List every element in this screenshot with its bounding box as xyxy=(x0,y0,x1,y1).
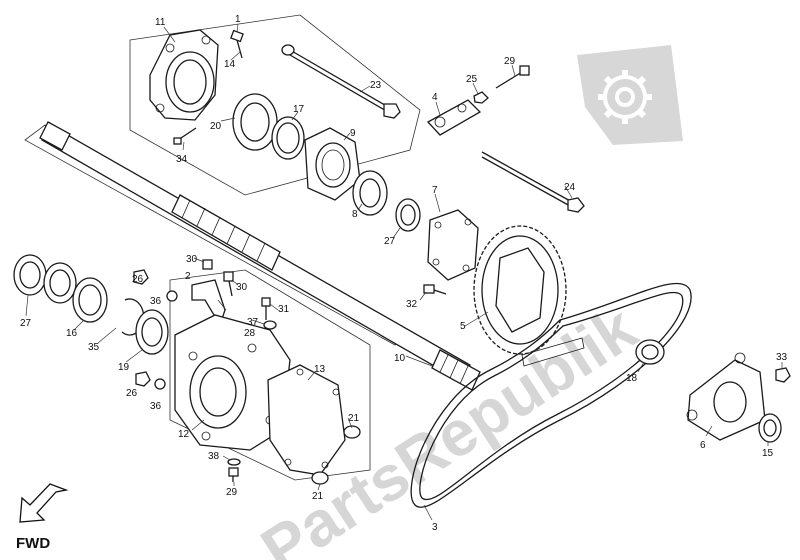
part-31-bolt xyxy=(261,297,271,320)
callout-32: 32 xyxy=(406,299,418,310)
callout-30-bottom: 30 xyxy=(236,282,248,293)
part-23-stud xyxy=(481,151,585,213)
part-36-washer-b xyxy=(154,378,166,390)
part-26-nut-a xyxy=(133,269,149,285)
part-12-housing xyxy=(174,314,291,451)
callout-20: 20 xyxy=(210,121,222,132)
part-34-bolt xyxy=(173,127,197,145)
part-16-bearing xyxy=(72,277,108,323)
part-6-hub xyxy=(686,352,766,441)
part-22-long-bolt xyxy=(281,44,401,119)
callout-10: 10 xyxy=(394,353,406,364)
part-27-ring xyxy=(395,198,421,232)
callout-7: 7 xyxy=(432,185,438,196)
callout-12: 12 xyxy=(178,429,190,440)
part-20-bearing xyxy=(232,93,278,151)
part-13-cover xyxy=(267,364,346,476)
housing-box xyxy=(169,269,371,481)
leader-lines xyxy=(25,23,783,521)
part-15-seal xyxy=(758,413,782,443)
callout-3: 3 xyxy=(432,522,438,533)
part-32-bolt xyxy=(423,284,447,295)
part-1-fitting xyxy=(230,29,244,59)
part-8-lockwasher xyxy=(352,170,388,216)
callout-6: 6 xyxy=(700,440,706,451)
callout-18: 18 xyxy=(626,373,638,384)
part-30-bolt-b xyxy=(223,271,234,297)
callout-27-bottom: 28 xyxy=(244,328,256,339)
callout-27-top: 27 xyxy=(384,236,396,247)
callout-5: 5 xyxy=(460,321,466,332)
callout-36-bottom: 36 xyxy=(150,401,162,412)
callout-8: 8 xyxy=(352,209,358,220)
part-21-bush-b xyxy=(311,471,329,485)
callout-22: 23 xyxy=(370,80,382,91)
callout-36-top: 36 xyxy=(150,296,162,307)
callout-24: 25 xyxy=(466,74,478,85)
part-7-gasket xyxy=(427,209,479,281)
part-28-bolt xyxy=(495,65,530,89)
part-38-washer xyxy=(227,458,241,466)
callout-34: 34 xyxy=(176,154,188,165)
callout-29: 29 xyxy=(226,487,238,498)
part-29-bolt xyxy=(228,467,239,482)
callout-35: 35 xyxy=(88,342,100,353)
callout-16: 16 xyxy=(66,328,78,339)
callout-30-top: 30 xyxy=(186,254,198,265)
part-26-nut-b xyxy=(135,371,151,387)
watermark: PartsRepublik xyxy=(249,45,683,560)
callout-26-top: 26 xyxy=(132,274,144,285)
callout-33: 33 xyxy=(776,352,788,363)
callout-31: 31 xyxy=(278,304,290,315)
callout-26-bottom: 26 xyxy=(126,388,138,399)
part-5-sprocket xyxy=(473,225,567,355)
callout-9: 9 xyxy=(350,128,356,139)
callout-13: 13 xyxy=(314,364,326,375)
part-36-washer-a xyxy=(166,290,178,302)
forward-direction-indicator: FWD xyxy=(16,483,69,552)
callout-25: 27 xyxy=(20,318,32,329)
part-19-bearing xyxy=(135,309,169,355)
callout-17: 17 xyxy=(293,104,305,115)
part-17-seal xyxy=(271,116,305,160)
part-11-housing xyxy=(149,29,219,121)
callout-37: 37 xyxy=(247,317,259,328)
part-33-nut xyxy=(775,367,791,383)
part-21-bush-a xyxy=(343,425,361,439)
callout-15: 15 xyxy=(762,448,774,459)
callout-38: 38 xyxy=(208,451,220,462)
callout-14: 14 xyxy=(224,59,236,70)
fwd-label: FWD xyxy=(16,535,50,552)
forward-arrow-icon xyxy=(19,483,69,523)
part-24-nut xyxy=(473,91,489,104)
callout-11: 11 xyxy=(155,17,166,28)
part-3-chain xyxy=(410,282,692,508)
callout-21-top: 21 xyxy=(348,413,360,424)
callout-19: 19 xyxy=(118,362,130,373)
callout-21-bottom: 21 xyxy=(312,491,324,502)
callout-4: 4 xyxy=(432,92,438,103)
part-4-adjuster xyxy=(426,99,482,136)
part-18-bearing xyxy=(635,339,665,365)
callout-1: 1 xyxy=(235,14,241,25)
callout-2: 2 xyxy=(185,271,191,282)
part-37-washer xyxy=(263,320,277,330)
callout-23: 24 xyxy=(564,182,576,193)
part-30-bolt-a xyxy=(202,259,213,270)
part-25-nut xyxy=(13,254,77,304)
callout-28: 29 xyxy=(504,56,516,67)
part-10-shaft xyxy=(39,121,481,391)
upper-bracket-box xyxy=(129,14,421,196)
gear-icon xyxy=(577,45,683,145)
callout-labels: 11 1 14 23 4 25 29 20 17 9 34 24 7 8 27 … xyxy=(20,14,788,533)
